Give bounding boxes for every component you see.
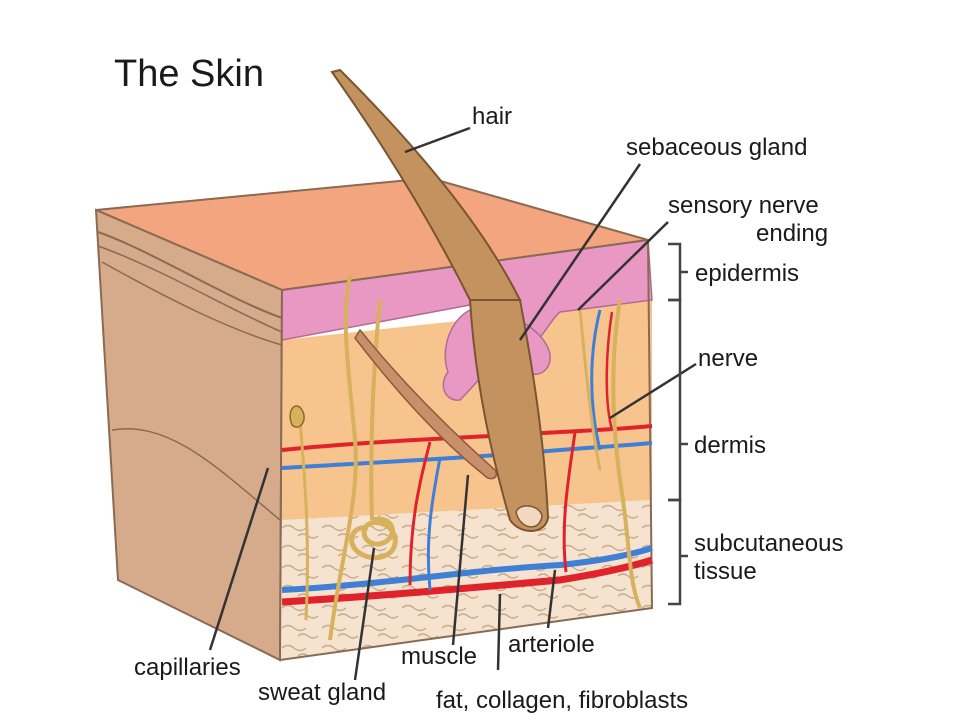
leader-sensory: [577, 221, 669, 311]
label-hair: hair: [472, 103, 512, 130]
label-dermis: dermis: [694, 432, 766, 459]
front-face-outline: [278, 238, 654, 662]
label-arteriole: arteriole: [508, 631, 595, 658]
arrector-muscle: [354, 328, 497, 480]
artery-lower: [281, 556, 654, 606]
page-title: The Skin: [114, 53, 264, 95]
label-epidermis: epidermis: [695, 260, 799, 287]
label-nerve: nerve: [698, 345, 758, 372]
side-face-layer-line: [97, 231, 283, 319]
sensory-receptor: [289, 405, 305, 428]
label-sensory-nerve-ending: ending: [756, 220, 828, 247]
side-face: [94, 208, 284, 662]
side-face-layer-line: [97, 245, 283, 333]
label-sensory-nerve: sensory nerve: [668, 192, 819, 219]
sweat-duct: [369, 299, 382, 521]
nerve-fiber: [578, 309, 602, 471]
nerve-fiber: [328, 274, 358, 641]
leader-sebaceous: [518, 163, 642, 341]
arteriole-branch: [408, 441, 432, 586]
nerve-fiber: [611, 299, 642, 609]
label-capillaries: capillaries: [134, 654, 241, 681]
leader-nerve: [609, 362, 697, 420]
subcutaneous-fat-texture: [280, 500, 652, 660]
label-muscle: muscle: [401, 643, 477, 670]
capillary-loop: [605, 311, 614, 431]
arteriole-branch: [562, 431, 577, 573]
capillary-loop: [590, 309, 602, 451]
epidermis-bracket: [668, 242, 688, 302]
leader-arteriole: [546, 569, 557, 629]
leader-capillaries: [208, 467, 270, 651]
label-sebaceous-gland: sebaceous gland: [626, 134, 807, 161]
side-face-layer-line: [101, 261, 283, 346]
hair-follicle: [468, 299, 550, 532]
vein-branch: [426, 457, 442, 591]
label-fat-collagen-fibroblasts: fat, collagen, fibroblasts: [436, 687, 688, 714]
dermis-bracket: [668, 298, 688, 502]
label-tissue: tissue: [694, 558, 757, 585]
sweat-gland-coil: [349, 516, 398, 561]
subcutaneous-bracket: [668, 498, 688, 606]
hair-shaft: [330, 68, 522, 301]
nerve-fiber: [298, 419, 309, 621]
leader-hair: [404, 126, 471, 154]
leader-muscle: [451, 474, 470, 646]
leader-fat: [496, 593, 502, 671]
label-subcutaneous: subcutaneous: [694, 530, 843, 557]
hair-bulb: [515, 505, 543, 528]
label-sweat-gland: sweat gland: [258, 679, 386, 706]
leader-sweat: [353, 547, 376, 681]
